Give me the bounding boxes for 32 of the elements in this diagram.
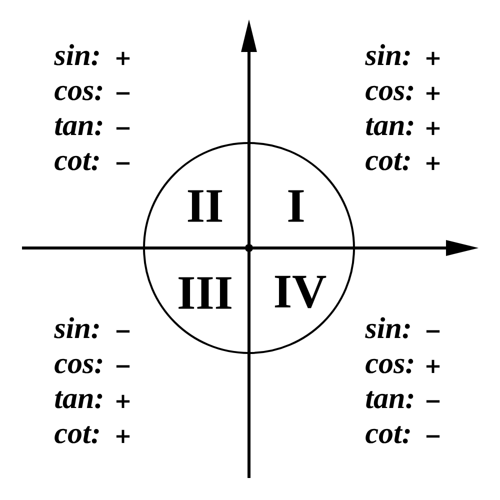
sign-label: − [116, 365, 130, 368]
function-label: cos: [54, 358, 102, 374]
function-label: cot: [54, 153, 99, 170]
sign-label: + [116, 430, 130, 443]
quadrant-numeral: I [288, 190, 304, 222]
sign-label: − [426, 435, 440, 438]
quadrant-numeral: II [188, 190, 222, 222]
sign-label: + [426, 52, 440, 65]
sign-label: + [426, 360, 440, 373]
sign-label: + [426, 122, 440, 135]
sign-label: − [426, 330, 440, 333]
function-label: sin: [54, 317, 99, 338]
function-label: cot: [366, 426, 410, 444]
sign-label: + [426, 86, 440, 100]
sign-label: + [116, 52, 130, 65]
quadrant-numeral: IV [274, 276, 326, 308]
sign-label: − [116, 92, 130, 95]
sign-label: − [426, 400, 440, 403]
function-label: cos: [54, 86, 102, 100]
function-label: tan: [366, 118, 414, 136]
quadrant-numeral: III [178, 277, 232, 309]
sign-label: − [116, 127, 130, 130]
function-label: tan: [55, 391, 102, 408]
function-label: cos: [366, 358, 414, 374]
function-label: cos: [366, 86, 414, 100]
function-label: sin: [365, 44, 410, 66]
function-label: tan: [55, 118, 102, 136]
sign-label: + [426, 156, 440, 170]
sign-label: + [116, 394, 130, 408]
function-label: sin: [54, 44, 99, 66]
function-label: tan: [366, 391, 414, 408]
function-label: cot: [54, 426, 99, 444]
